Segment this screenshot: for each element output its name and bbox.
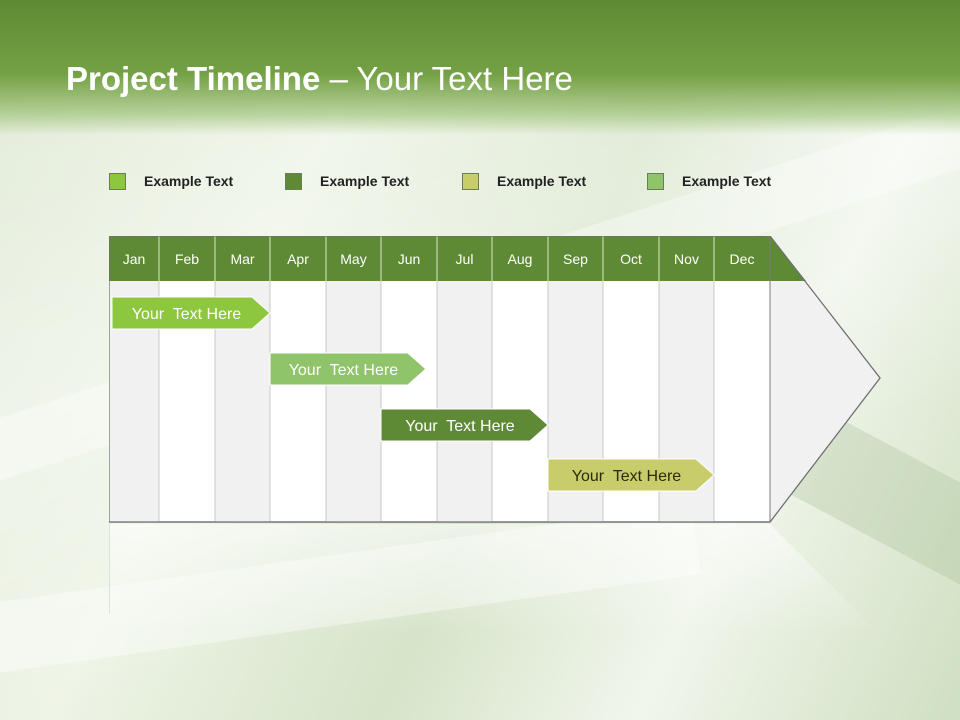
month-label-nov: Nov: [674, 251, 699, 267]
timeline-bar-label-3: Your Text Here: [405, 418, 515, 435]
month-label-jan: Jan: [123, 251, 146, 267]
legend-item-2: Example Text: [285, 171, 409, 191]
month-label-jul: Jul: [456, 251, 474, 267]
legend-swatch-1: [109, 172, 126, 190]
slide-title: Project Timeline – Your Text Here: [66, 60, 573, 98]
month-label-aug: Aug: [508, 251, 533, 267]
timeline-bar-3: [380, 408, 549, 442]
month-label-feb: Feb: [175, 251, 199, 267]
legend-swatch-4: [647, 172, 664, 190]
title-banner: Project Timeline – Your Text Here: [0, 0, 960, 135]
month-column-shade: [437, 281, 492, 522]
legend-item-1: Example Text: [109, 171, 233, 191]
month-header-band: [109, 236, 806, 281]
legend-swatch-3: [462, 172, 479, 190]
timeline-outline: [109, 236, 881, 523]
month-label-sep: Sep: [563, 251, 588, 267]
slide-title-bold: Project Timeline: [66, 60, 321, 97]
timeline-bar-label-2: Your Text Here: [289, 362, 399, 379]
month-label-jun: Jun: [398, 251, 421, 267]
legend-label-3: Example Text: [497, 173, 587, 189]
legend-swatch-2: [285, 172, 302, 190]
month-column-shade: [326, 281, 381, 522]
legend-item-4: Example Text: [647, 171, 771, 191]
month-label-may: May: [340, 251, 366, 267]
timeline-bar-2: [269, 352, 427, 386]
legend-label-2: Example Text: [320, 173, 410, 189]
month-label-apr: Apr: [287, 251, 309, 267]
timeline-bar-1: [111, 296, 271, 330]
timeline-bar-label-4: Your Text Here: [572, 468, 682, 485]
month-label-oct: Oct: [620, 251, 642, 267]
legend-label-1: Example Text: [144, 173, 234, 189]
timeline-reflection: [109, 524, 879, 634]
timeline-bar-4: [547, 458, 715, 492]
arrow-head-shade: [770, 281, 880, 522]
month-label-mar: Mar: [230, 251, 254, 267]
background-leaf-highlight-lower: [0, 504, 701, 686]
timeline-bar-label-1: Your Text Here: [132, 306, 242, 323]
legend-item-3: Example Text: [462, 171, 586, 191]
timeline-svg: Jan Feb Mar Apr May Jun Jul Aug Sep Oct Nov DecYour…: [109, 236, 881, 523]
legend-label-4: Example Text: [682, 173, 772, 189]
slide-title-subtitle: – Your Text Here: [320, 60, 573, 97]
month-label-dec: Dec: [730, 251, 755, 267]
